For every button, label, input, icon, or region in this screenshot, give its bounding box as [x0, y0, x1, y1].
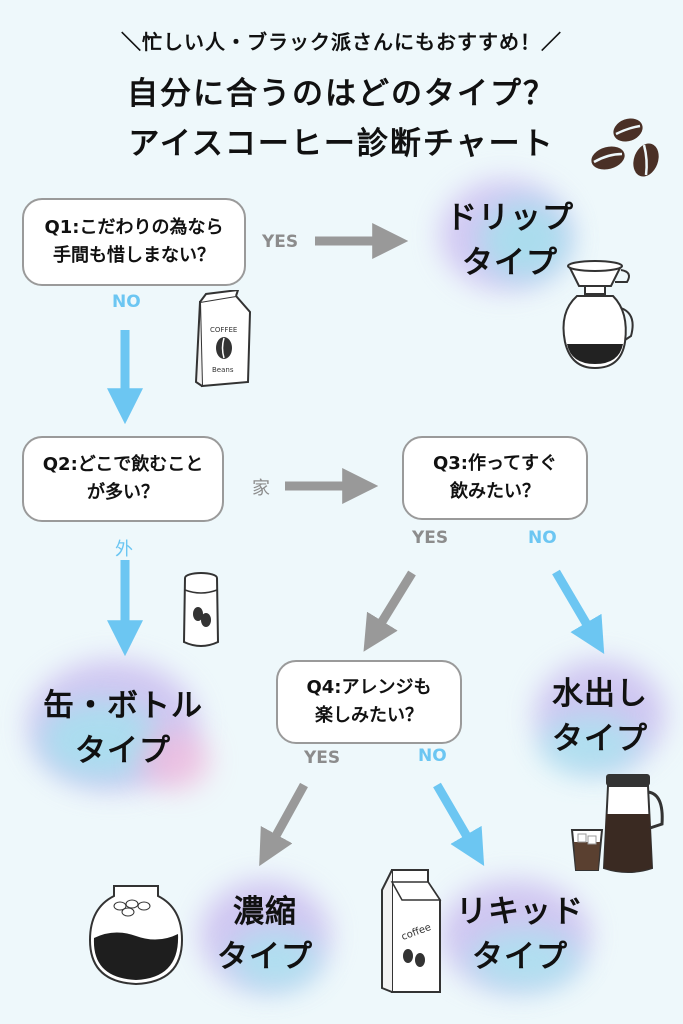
coffee-can-icon — [182, 572, 220, 647]
title-line-2: アイスコーヒー診断チャート — [128, 126, 555, 162]
drip-coffee-maker-icon — [562, 260, 634, 370]
label-q3-yes: YES — [412, 528, 449, 548]
bag-text-coffee: COFFEE — [210, 326, 237, 334]
label-q3-no: NO — [528, 528, 557, 548]
label-q1-yes: YES — [262, 232, 299, 252]
label-q2-home: 家 — [252, 478, 270, 499]
result-can-line-2: タイプ — [75, 732, 171, 769]
concentrate-jar-icon — [88, 885, 184, 986]
result-liquid-line-1: リキッド — [456, 894, 584, 930]
q1-line-1: Q1:こだわりの為なら — [44, 217, 224, 239]
result-can: 缶・ボトル タイプ — [28, 684, 218, 774]
title-line-1: 自分に合うのはどのタイプ？ — [127, 76, 556, 112]
q2-line-2: が多い？ — [86, 482, 159, 503]
liquid-coffee-carton-icon: coffee — [381, 869, 442, 993]
bag-text-beans: Beans — [212, 366, 234, 374]
cold-brew-pitcher-icon — [570, 774, 664, 873]
arrow-q4-no — [433, 782, 485, 867]
result-liquid: リキッド タイプ — [430, 890, 610, 980]
q3-line-1: Q3:作ってすぐ — [432, 453, 558, 475]
result-concentrate: 濃縮 タイプ — [190, 890, 340, 980]
label-q2-out: 外 — [115, 539, 133, 560]
result-liquid-line-2: タイプ — [472, 938, 568, 975]
question-q3: Q3:作ってすぐ飲みたい？ — [402, 436, 588, 520]
q4-line-2: 楽しみたい？ — [315, 705, 423, 726]
q1-line-2: 手間も惜しまない？ — [53, 245, 215, 266]
result-drip-line-2: タイプ — [462, 244, 558, 281]
question-q2: Q2:どこで飲むことが多い？ — [22, 436, 224, 522]
arrow-q3-yes — [363, 570, 416, 652]
result-concentrate-line-1: 濃縮 — [233, 894, 297, 930]
coffee-bag-icon: COFFEE Beans — [194, 290, 252, 388]
result-drip: ドリップ タイプ — [420, 196, 600, 286]
result-drip-line-1: ドリップ — [446, 200, 574, 236]
label-q4-yes: YES — [304, 748, 341, 768]
q4-line-1: Q4:アレンジも — [306, 677, 432, 699]
tagline: ＼忙しい人・ブラック派さんにもおすすめ！／ — [121, 30, 562, 54]
arrow-q4-yes — [259, 782, 308, 867]
result-cold-brew-line-1: 水出し — [552, 676, 648, 712]
q2-line-1: Q2:どこで飲むこと — [42, 454, 204, 476]
question-q1: Q1:こだわりの為なら手間も惜しまない？ — [22, 198, 246, 286]
result-cold-brew-line-2: タイプ — [552, 720, 648, 757]
q3-line-2: 飲みたい？ — [450, 481, 540, 502]
result-can-line-1: 缶・ボトル — [43, 688, 203, 724]
question-q4: Q4:アレンジも楽しみたい？ — [276, 660, 462, 744]
arrow-q3-no — [552, 569, 605, 654]
label-q1-no: NO — [112, 292, 141, 312]
label-q4-no: NO — [418, 746, 447, 766]
coffee-beans-icon — [591, 118, 659, 177]
result-cold-brew: 水出し タイプ — [520, 672, 680, 762]
result-concentrate-line-2: タイプ — [217, 938, 313, 975]
